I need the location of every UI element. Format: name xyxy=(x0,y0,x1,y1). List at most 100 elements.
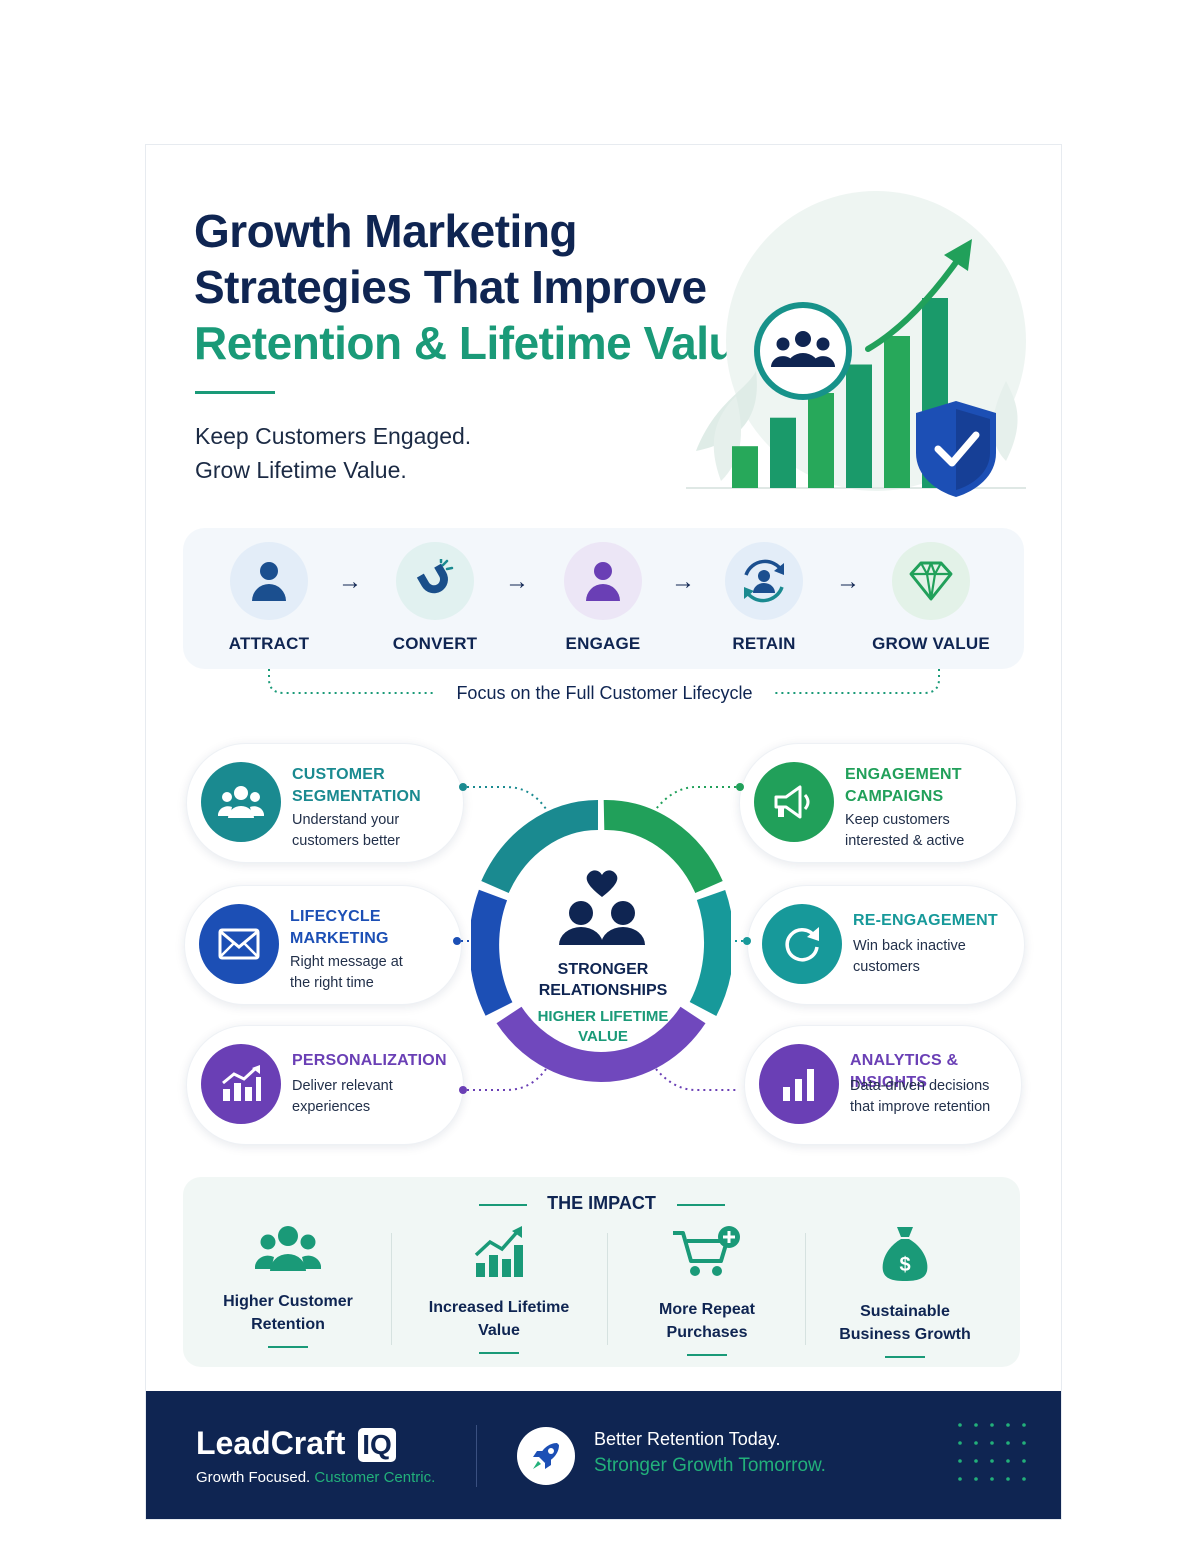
brand-logo: LeadCraft IQ xyxy=(196,1425,396,1462)
card-title: CAMPAIGNS xyxy=(845,788,944,805)
bar-chart-icon xyxy=(759,1044,839,1124)
card-desc: customers xyxy=(853,959,920,975)
card-desc: Keep customers xyxy=(845,812,950,828)
impact-underline xyxy=(687,1354,727,1356)
brand-badge: IQ xyxy=(358,1428,396,1462)
lifecycle-label: ENGAGE xyxy=(565,634,641,653)
heading-rule-left xyxy=(479,1204,527,1206)
impact-label: More Repeat xyxy=(658,1301,756,1318)
lifecycle-strip: ATTRACT → CONVERT → ENGAGE → RETAIN → xyxy=(183,528,1024,669)
card-engagement-campaigns: ENGAGEMENT CAMPAIGNS Keep customers intere… xyxy=(739,743,1017,863)
growth-arrow-line xyxy=(865,248,967,352)
card-desc: Deliver relevant xyxy=(292,1078,393,1094)
brand-tagline-b: Customer Centric. xyxy=(314,1469,436,1486)
hero-bar xyxy=(732,446,758,488)
title-line-2: Strategies That Improve xyxy=(194,261,707,313)
impact-underline xyxy=(885,1356,925,1358)
hero-bars xyxy=(732,298,948,488)
arrow-icon: → xyxy=(505,568,529,595)
lifecycle-label: ATTRACT xyxy=(228,634,310,653)
card-title: ENGAGEMENT xyxy=(845,766,962,783)
trend-icon xyxy=(201,1044,281,1124)
diamond-icon xyxy=(909,561,953,601)
center-line-3: HIGHER LIFETIME xyxy=(537,1008,669,1025)
infographic-poster: Growth Marketing Strategies That Improve… xyxy=(145,144,1062,1520)
card-title: LIFECYCLE xyxy=(290,908,381,925)
impact-label: Higher Customer xyxy=(223,1293,353,1310)
impact-label: Retention xyxy=(251,1316,325,1333)
card-title: ANALYTICS & INSIGHTS xyxy=(850,1052,959,1091)
hero-bar xyxy=(808,393,834,488)
heart-people-icon xyxy=(559,870,645,945)
tagline-2: Grow Lifetime Value. xyxy=(195,457,407,483)
hero-bar xyxy=(770,417,796,488)
brand-tagline: Growth Focused. Customer Centric. xyxy=(196,1469,435,1486)
center-subtext: HIGHER LIFETIME VALUE xyxy=(476,1007,730,1047)
center-line-4: VALUE xyxy=(578,1028,628,1045)
center-line-2: RELATIONSHIPS xyxy=(538,982,668,999)
brand-name: LeadCraft xyxy=(196,1425,346,1461)
card-desc: experiences xyxy=(292,1099,371,1115)
impact-underline xyxy=(479,1352,519,1354)
envelope-icon xyxy=(199,904,279,984)
lifecycle-label: RETAIN xyxy=(732,634,796,653)
card-title: CUSTOMER xyxy=(292,766,385,783)
brand-tagline-a: Growth Focused. xyxy=(196,1469,311,1486)
card-desc: interested & active xyxy=(845,833,965,849)
title-line-1: Growth Marketing xyxy=(194,205,578,257)
refresh-icon xyxy=(762,904,842,984)
heading-rule-right xyxy=(677,1204,725,1206)
lifecycle-step-attract: ATTRACT xyxy=(194,542,344,654)
lifecycle-step-engage: ENGAGE xyxy=(528,542,678,654)
card-desc: Data-driven decisions xyxy=(850,1078,990,1094)
megaphone-icon xyxy=(754,762,834,842)
audience-icon xyxy=(754,302,852,400)
tagline-1: Keep Customers Engaged. xyxy=(195,423,472,449)
card-title: SEGMENTATION xyxy=(292,788,421,805)
footer-divider xyxy=(476,1425,477,1487)
card-desc: the right time xyxy=(290,975,374,991)
lifecycle-step-retain: RETAIN xyxy=(689,542,839,654)
footer-slogan-2: Stronger Growth Tomorrow. xyxy=(594,1455,826,1476)
card-desc: that improve retention xyxy=(850,1099,991,1115)
shield-check-icon xyxy=(916,401,996,497)
card-title: MARKETING xyxy=(290,930,389,947)
hero-bar xyxy=(846,364,872,488)
footer-slogan-1: Better Retention Today. xyxy=(594,1429,781,1449)
person-icon xyxy=(586,562,620,601)
rocket-icon xyxy=(517,1427,575,1485)
impact-heading: THE IMPACT xyxy=(547,1193,656,1213)
arrow-icon: → xyxy=(836,568,860,595)
impact-label: Business Growth xyxy=(839,1326,971,1343)
arrow-icon: → xyxy=(338,568,362,595)
card-customer-segmentation: CUSTOMER SEGMENTATION Understand your cust… xyxy=(186,743,464,863)
lifecycle-label: GROW VALUE xyxy=(872,634,990,653)
center-line-1: STRONGER xyxy=(557,961,649,978)
lifecycle-step-convert: CONVERT xyxy=(360,542,510,654)
impact-underline xyxy=(268,1346,308,1348)
hero-growth-illustration xyxy=(686,191,1026,497)
card-desc: customers better xyxy=(292,833,400,849)
dot-grid-decoration xyxy=(958,1423,1026,1481)
growth-chart-icon xyxy=(474,1226,523,1277)
person-icon xyxy=(252,562,286,601)
title-line-3: Retention & Lifetime Value xyxy=(194,317,762,369)
impact-divider xyxy=(391,1233,392,1345)
users-icon xyxy=(254,1226,322,1271)
card-analytics-insights: ANALYTICS & INSIGHTS Data-driven decisio… xyxy=(744,1025,1022,1145)
refresh-person-icon xyxy=(744,559,784,603)
center-ring xyxy=(471,799,731,1082)
impact-label: Increased Lifetime xyxy=(428,1299,570,1316)
lifecycle-caption: Focus on the Full Customer Lifecycle xyxy=(456,683,753,703)
impact-divider xyxy=(607,1233,608,1345)
card-desc: Understand your xyxy=(292,812,400,828)
cart-plus-icon xyxy=(673,1226,740,1276)
impact-label: Purchases xyxy=(666,1324,748,1341)
